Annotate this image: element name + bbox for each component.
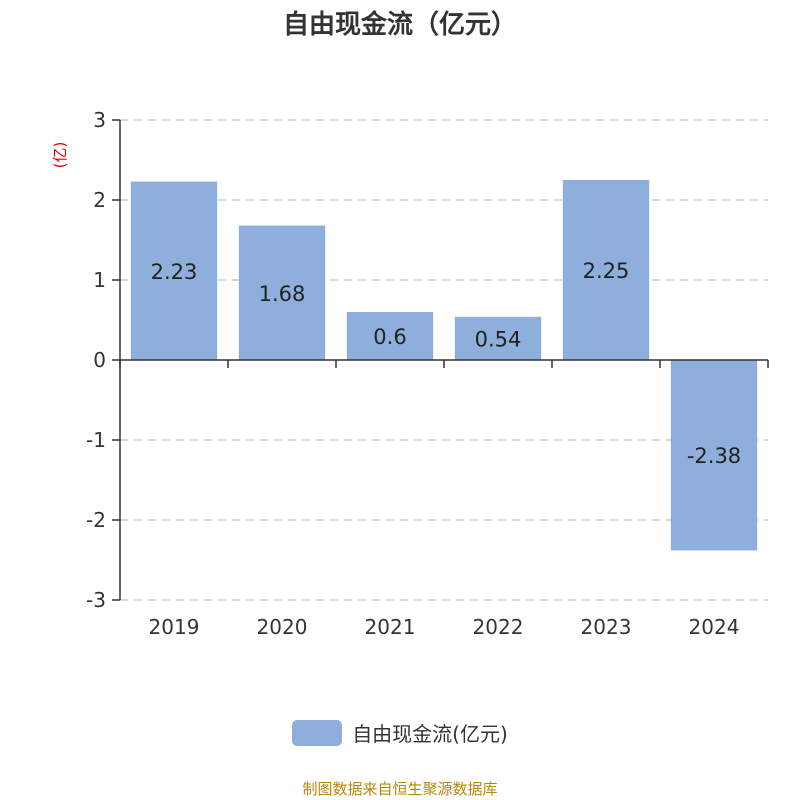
x-tick-label: 2024 [689, 615, 740, 639]
data-label: 1.68 [259, 282, 306, 306]
data-label: 0.6 [373, 325, 406, 349]
bar [670, 360, 758, 551]
bar-chart: 3 2 1 0 -1 -2 -3 2019 2020 2021 2022 2023 2024 2.23… [51, 108, 769, 639]
legend-label: 自由现金流(亿元) [352, 722, 508, 746]
data-label: -2.38 [687, 444, 741, 468]
y-axis-label: (亿) [51, 142, 69, 169]
grid-lines [120, 119, 768, 601]
data-label: 2.23 [151, 260, 198, 284]
bars [130, 180, 758, 551]
y-tick-label: 3 [93, 108, 106, 132]
x-tick-label: 2023 [581, 615, 632, 639]
legend-swatch [292, 719, 343, 746]
bar [238, 225, 326, 360]
bar [130, 181, 218, 360]
y-tick-label: -3 [86, 588, 106, 612]
data-label: 2.25 [583, 259, 630, 283]
y-tick-label: 2 [93, 188, 106, 212]
bar [454, 316, 542, 360]
chart-title: 自由现金流（亿元） [282, 10, 517, 40]
data-labels: 2.23 1.68 0.6 0.54 2.25 -2.38 [151, 259, 742, 468]
y-tick-labels: 3 2 1 0 -1 -2 -3 [86, 108, 106, 612]
legend: 自由现金流(亿元) [0, 718, 800, 747]
y-tick-label: 1 [93, 268, 106, 292]
axes [112, 119, 769, 601]
source-note: 制图数据来自恒生聚源数据库 [302, 780, 498, 798]
x-tick-labels: 2019 2020 2021 2022 2023 2024 [149, 615, 740, 639]
x-tick-label: 2019 [149, 615, 200, 639]
x-tick-label: 2021 [365, 615, 416, 639]
x-tick-label: 2020 [257, 615, 308, 639]
y-tick-label: 0 [93, 348, 106, 372]
data-label: 0.54 [475, 327, 522, 351]
x-tick-label: 2022 [473, 615, 524, 639]
y-tick-label: -1 [86, 428, 106, 452]
bar [562, 180, 650, 360]
y-tick-label: -2 [86, 508, 106, 532]
bar [346, 312, 434, 360]
